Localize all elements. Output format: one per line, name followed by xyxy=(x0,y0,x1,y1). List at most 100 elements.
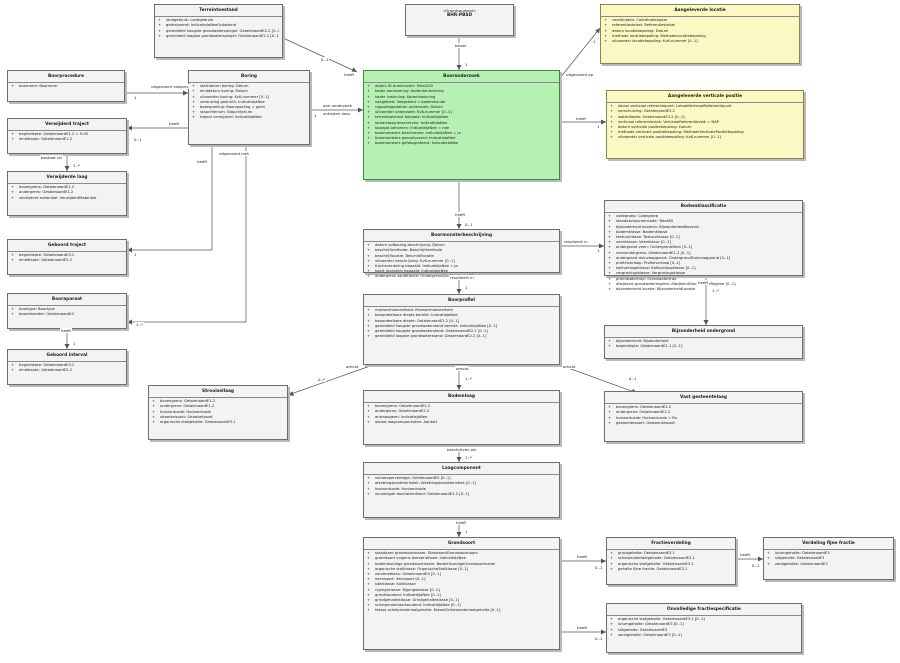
assoc-multiplicity: 1 xyxy=(133,252,138,257)
class-attribute: +vergravingsklasse: Vergravingsklasse xyxy=(608,271,799,276)
class-terreintoestand[interactable]: Terreintoestand+landgebruik: Landgebruik… xyxy=(154,4,283,58)
class-attribute: +bovengrens: GetalenaardE1.2 xyxy=(11,185,123,190)
attribute-text: startdatum boring: Datum xyxy=(200,84,249,89)
class-attribute: +beoordeelbare diepte bereikt: Indicatie… xyxy=(367,313,556,318)
class-attribute: +traject verwijderd: IndicatieJaNee xyxy=(192,115,306,120)
visibility-marker: + xyxy=(192,94,196,99)
class-bodemlaag[interactable]: Bodemlaag+bovengrens: GetalenaardE2.2+on… xyxy=(363,390,560,445)
class-name: Bodemklassificatie xyxy=(605,201,802,214)
visibility-marker: + xyxy=(367,551,371,556)
attribute-text: methode verticale positiebepaling: Metho… xyxy=(618,130,744,135)
visibility-marker: + xyxy=(610,125,614,130)
visibility-marker: + xyxy=(11,185,15,190)
class-attribute: +horizontcode: Horizontcode xyxy=(152,410,284,415)
class-verwijderde-laag[interactable]: Verwijderde laag+bovengrens: Getalenaard… xyxy=(7,171,127,216)
class-booronderzoek[interactable]: Booronderzoek+object-ID bronhouder: Teks… xyxy=(363,70,560,180)
visibility-marker: + xyxy=(152,420,156,425)
class-attribute: +boormonsters gefotografeerd: IndicatieJ… xyxy=(367,141,556,146)
class-attribute: +rapportagedatum onderzoek: Datum xyxy=(367,105,556,110)
class-booraparaat[interactable]: Booraparaat+boortype: Boortype+boordiame… xyxy=(7,293,127,329)
visibility-marker: + xyxy=(608,250,612,255)
class-name: Laagcomponent xyxy=(364,463,559,476)
assoc-multiplicity: 1 xyxy=(464,62,469,67)
class-name: Booronderzoek xyxy=(364,71,559,84)
class-attribute: +zandgehalte: GetalenaardE3 xyxy=(767,562,890,567)
visibility-marker: + xyxy=(608,271,612,276)
attribute-text: textuurklasse: Textuurklasse [0..1] xyxy=(616,235,680,240)
attribute-text: beschrijfmethode: Beschrijfmethode xyxy=(375,248,443,253)
class-geboord-traject[interactable]: Geboord traject+begindiepte: Getalenaard… xyxy=(7,239,127,275)
class-name: Strooisellaag xyxy=(149,386,287,399)
class-attribute: +kalkverloopklasse: Kalkverloopklasse [0… xyxy=(608,266,799,271)
attribute-text: bijzonderheid bovenin: BijzonderheidBove… xyxy=(616,224,700,229)
attribute-text: referentiestelsel: Referentiestelsel xyxy=(612,23,676,28)
class-attribute: +grindgehalteklasse: Grindgehalteklasse … xyxy=(367,598,556,603)
class-aangeleverde-verticale-positie[interactable]: Aangeleverde verticale positie+lokaal ve… xyxy=(606,90,804,159)
class-vast-gesteentelaag[interactable]: Vast gesteentelaag+bovengrens: Getalenaa… xyxy=(604,391,803,442)
visibility-marker: + xyxy=(11,190,15,195)
visibility-marker: + xyxy=(767,551,771,556)
class-verdeling-fijne-fractie[interactable]: Verdeling fijne fractie+lutumgehalte: Ge… xyxy=(763,537,894,580)
attribute-text: boorspoeling: Boorspoeling = geen xyxy=(200,105,266,110)
assoc-multiplicity: 0..1 xyxy=(594,565,604,570)
attribute-text: uitvoerder beschrijving: KvK-nummer [0..… xyxy=(375,258,455,263)
class-attribute: +lutumgehalte: GetalenaardE3 xyxy=(767,551,890,556)
attribute-list: +bovengrens: GetalenaardE2.2+ondergrens:… xyxy=(364,403,559,425)
visibility-marker: + xyxy=(158,33,162,38)
class-name: BHR-PBSD xyxy=(446,13,473,18)
visibility-marker: + xyxy=(608,240,612,245)
attribute-text: standaard grondsoortnaam: StandaardGrond… xyxy=(375,551,478,556)
visibility-marker: + xyxy=(367,334,371,339)
attribute-text: stopcriterium: Stopcriterium xyxy=(200,110,253,115)
attribute-text: begindiepte: GetalenaardE3.2 xyxy=(19,253,75,258)
attribute-text: grondsoort volgens leemdriehoek: Indicat… xyxy=(375,556,466,561)
attribute-text: afzettingskarakteristiek: Afzettingskara… xyxy=(375,481,476,486)
class-aangeleverde-locatie[interactable]: Aangeleverde locatie+coordinaten: Coördi… xyxy=(600,4,800,64)
attribute-text: veenklasse: Veenklasse [0..1] xyxy=(616,240,671,245)
class-laagcomponent[interactable]: Laagcomponent+volumepercentage: Getalena… xyxy=(363,462,560,518)
class-strooisellaag[interactable]: Strooisellaag+bovengrens: GetalenaardE1.… xyxy=(148,385,288,440)
class-attribute: +aantal laagcomponenten: Aantal1 xyxy=(367,420,556,425)
class-boring[interactable]: Boring+startdatum boring: Datum+einddatu… xyxy=(188,70,310,145)
class-name: Geboord traject xyxy=(8,240,126,253)
visibility-marker: + xyxy=(152,399,156,404)
class-geboord-interval[interactable]: Geboord interval+begindiepte: Getalenaar… xyxy=(7,349,127,385)
class-attribute: +organische stofgehalte: GetalenaardE3.1 xyxy=(610,562,732,567)
visibility-marker: + xyxy=(192,99,196,104)
attribute-list: +lokaal verticaal referentiepunt: Lokaal… xyxy=(607,103,803,140)
assoc-label: heeft xyxy=(455,520,468,525)
visibility-marker: + xyxy=(367,115,371,120)
class-bodemklassificatie[interactable]: Bodemklassificatie+codegroep: Codegroep+… xyxy=(604,200,803,291)
class-attribute: +einddiepte: GetalenaardE3.2 xyxy=(11,258,123,263)
class-verwijderd-traject[interactable]: Verwijderd traject+begindiepte: Getalena… xyxy=(7,118,127,154)
class-name: Boormonsterbeschrijving xyxy=(364,230,559,243)
assoc-multiplicity: 1..* xyxy=(711,288,720,293)
attribute-text: boormonsters beschreven: IndicatieJaNee … xyxy=(375,131,461,136)
visibility-marker: + xyxy=(604,33,608,38)
attribute-text: gehalte fijne fractie: GetalenaardE3.1 xyxy=(618,566,688,571)
class-boorprocedure[interactable]: Boorprocedure+boornorm: Boornorm xyxy=(7,70,125,102)
class-attribute: +boormonsters geanalyseerd: IndicatieJaN… xyxy=(367,136,556,141)
class-bijzonderheid-ondergrond[interactable]: Bijzonderheid ondergrond+bijzonderheid: … xyxy=(604,325,803,359)
class-fractieverdeling[interactable]: Fractieverdeling+grindgehalte: Getalenaa… xyxy=(606,537,736,585)
assoc-multiplicity: 1 xyxy=(464,285,469,290)
class-boormonsterbeschrijving[interactable]: Boormonsterbeschrijving+datum voltooiing… xyxy=(363,229,560,278)
class-bhr-pbsd[interactable]: «Grondcoument» BHR-PBSD xyxy=(405,4,514,36)
attribute-text: uitvoerder verticale positiebepaling: Kv… xyxy=(618,135,721,140)
attribute-text: begindiepte: GetalenaardE1.2 = 0.00 xyxy=(19,132,89,137)
class-grondsoort[interactable]: Grondsoort+standaard grondsoortnaam: Sta… xyxy=(363,537,560,650)
attribute-list: +begindiepte: GetalenaardE1.2 = 0.00+ein… xyxy=(8,131,126,142)
visibility-marker: + xyxy=(11,312,15,317)
class-attribute: +lokaal verticaal referentiepunt: Lokaal… xyxy=(610,104,800,109)
visibility-marker: + xyxy=(367,141,371,146)
class-attribute: +gesteentesoort: Gesteentesoort xyxy=(608,421,799,426)
class-onvolledige-fractiespecificatie[interactable]: Onvolledige fractiespecificatie+organisc… xyxy=(606,603,802,653)
visibility-marker: + xyxy=(367,491,371,496)
class-name: Bijzonderheid ondergrond xyxy=(605,326,802,339)
assoc-label: omvat xyxy=(345,364,360,369)
attribute-list: +startdatum boring: Datum+einddatum bori… xyxy=(189,83,309,120)
visibility-marker: + xyxy=(608,276,612,281)
attribute-text: bovengrens: GetalenaardE1.2 xyxy=(160,399,216,404)
assoc-multiplicity: 1..* xyxy=(464,376,473,381)
class-boorprofiel[interactable]: Boorprofiel+monsterhoeveelheid: Monsterh… xyxy=(363,294,560,365)
